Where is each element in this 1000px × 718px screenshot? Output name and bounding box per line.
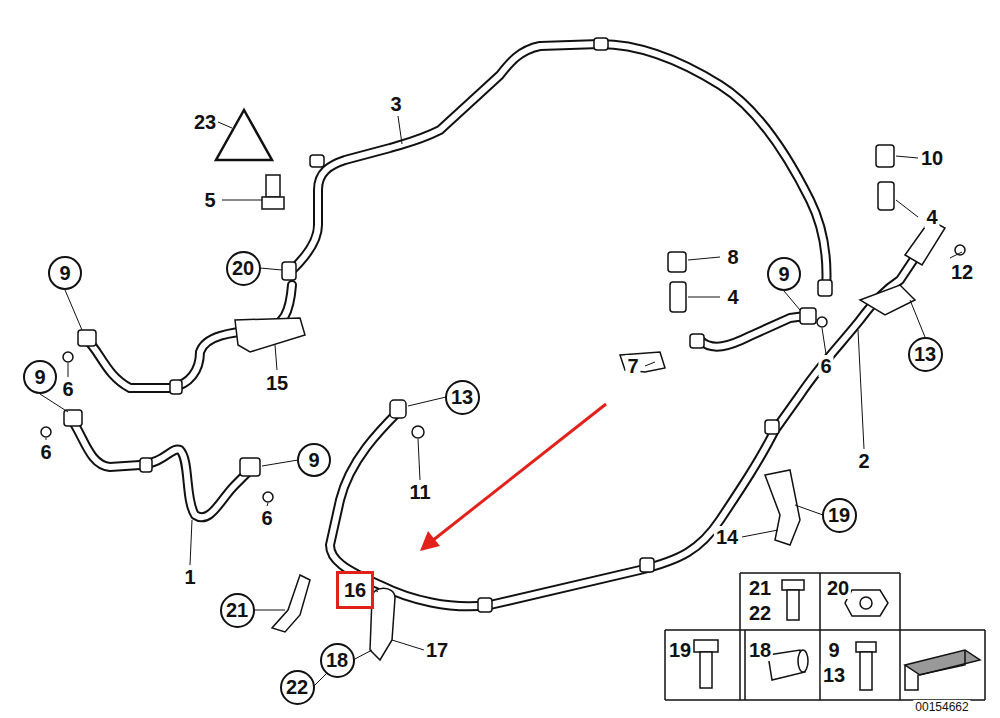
callout-circle: 18 xyxy=(320,643,355,678)
callout-circle: 13 xyxy=(445,380,480,415)
callout-number: 14 xyxy=(714,526,740,548)
callout-number: 6 xyxy=(259,507,274,529)
red-arrow xyxy=(420,404,606,551)
callout-number: 9 xyxy=(59,262,70,284)
callout-number: 6 xyxy=(38,441,53,463)
callout-number: 4 xyxy=(924,206,939,228)
callout-number: 13 xyxy=(821,664,847,686)
callout-number: 10 xyxy=(919,147,945,169)
callout-number: 17 xyxy=(424,639,450,661)
callout-number: 9 xyxy=(778,263,789,285)
callout-number: 7 xyxy=(625,355,640,377)
callout-number: 18 xyxy=(747,639,773,661)
callout-number: 9 xyxy=(34,366,45,388)
callout-number: 23 xyxy=(192,111,218,133)
callout-circle: 13 xyxy=(908,337,943,372)
callout-circle: 9 xyxy=(297,443,331,477)
callout-circle: 9 xyxy=(23,360,57,394)
callout-number: 15 xyxy=(264,372,290,394)
callout-number: 13 xyxy=(451,386,473,408)
callout-number: 18 xyxy=(326,649,348,671)
callout-circle: 22 xyxy=(280,670,315,705)
callout-number: 22 xyxy=(286,676,308,698)
callout-number: 21 xyxy=(747,577,773,599)
callout-number: 12 xyxy=(949,261,975,283)
callout-number: 20 xyxy=(232,257,254,279)
callout-number: 22 xyxy=(747,602,773,624)
callout-number: 3 xyxy=(388,93,403,115)
callout-number: 19 xyxy=(667,639,693,661)
callout-number: 6 xyxy=(60,378,75,400)
callout-number: 16 xyxy=(344,579,366,601)
callout-number: 20 xyxy=(825,577,851,599)
callout-number: 6 xyxy=(818,355,833,377)
callout-number: 8 xyxy=(725,246,740,268)
callout-circle: 19 xyxy=(822,498,857,533)
callout-number: 9 xyxy=(308,449,319,471)
callout-number: 1 xyxy=(182,566,197,588)
callout-number: 21 xyxy=(226,599,248,621)
callout-circle: 9 xyxy=(767,257,801,291)
callout-circle: 21 xyxy=(220,593,255,628)
callout-number: 9 xyxy=(826,639,841,661)
callout-number: 13 xyxy=(914,343,936,365)
callout-number: 5 xyxy=(202,189,217,211)
callout-number: 11 xyxy=(407,481,432,503)
callout-circle: 9 xyxy=(48,256,82,290)
callout-number: 4 xyxy=(725,286,740,308)
callout-number: 2 xyxy=(856,450,871,472)
callout-circle: 20 xyxy=(226,251,261,286)
highlight-box: 16 xyxy=(336,571,374,609)
callout-number: 19 xyxy=(828,504,850,526)
drawing-number: 00154662 xyxy=(913,700,970,714)
